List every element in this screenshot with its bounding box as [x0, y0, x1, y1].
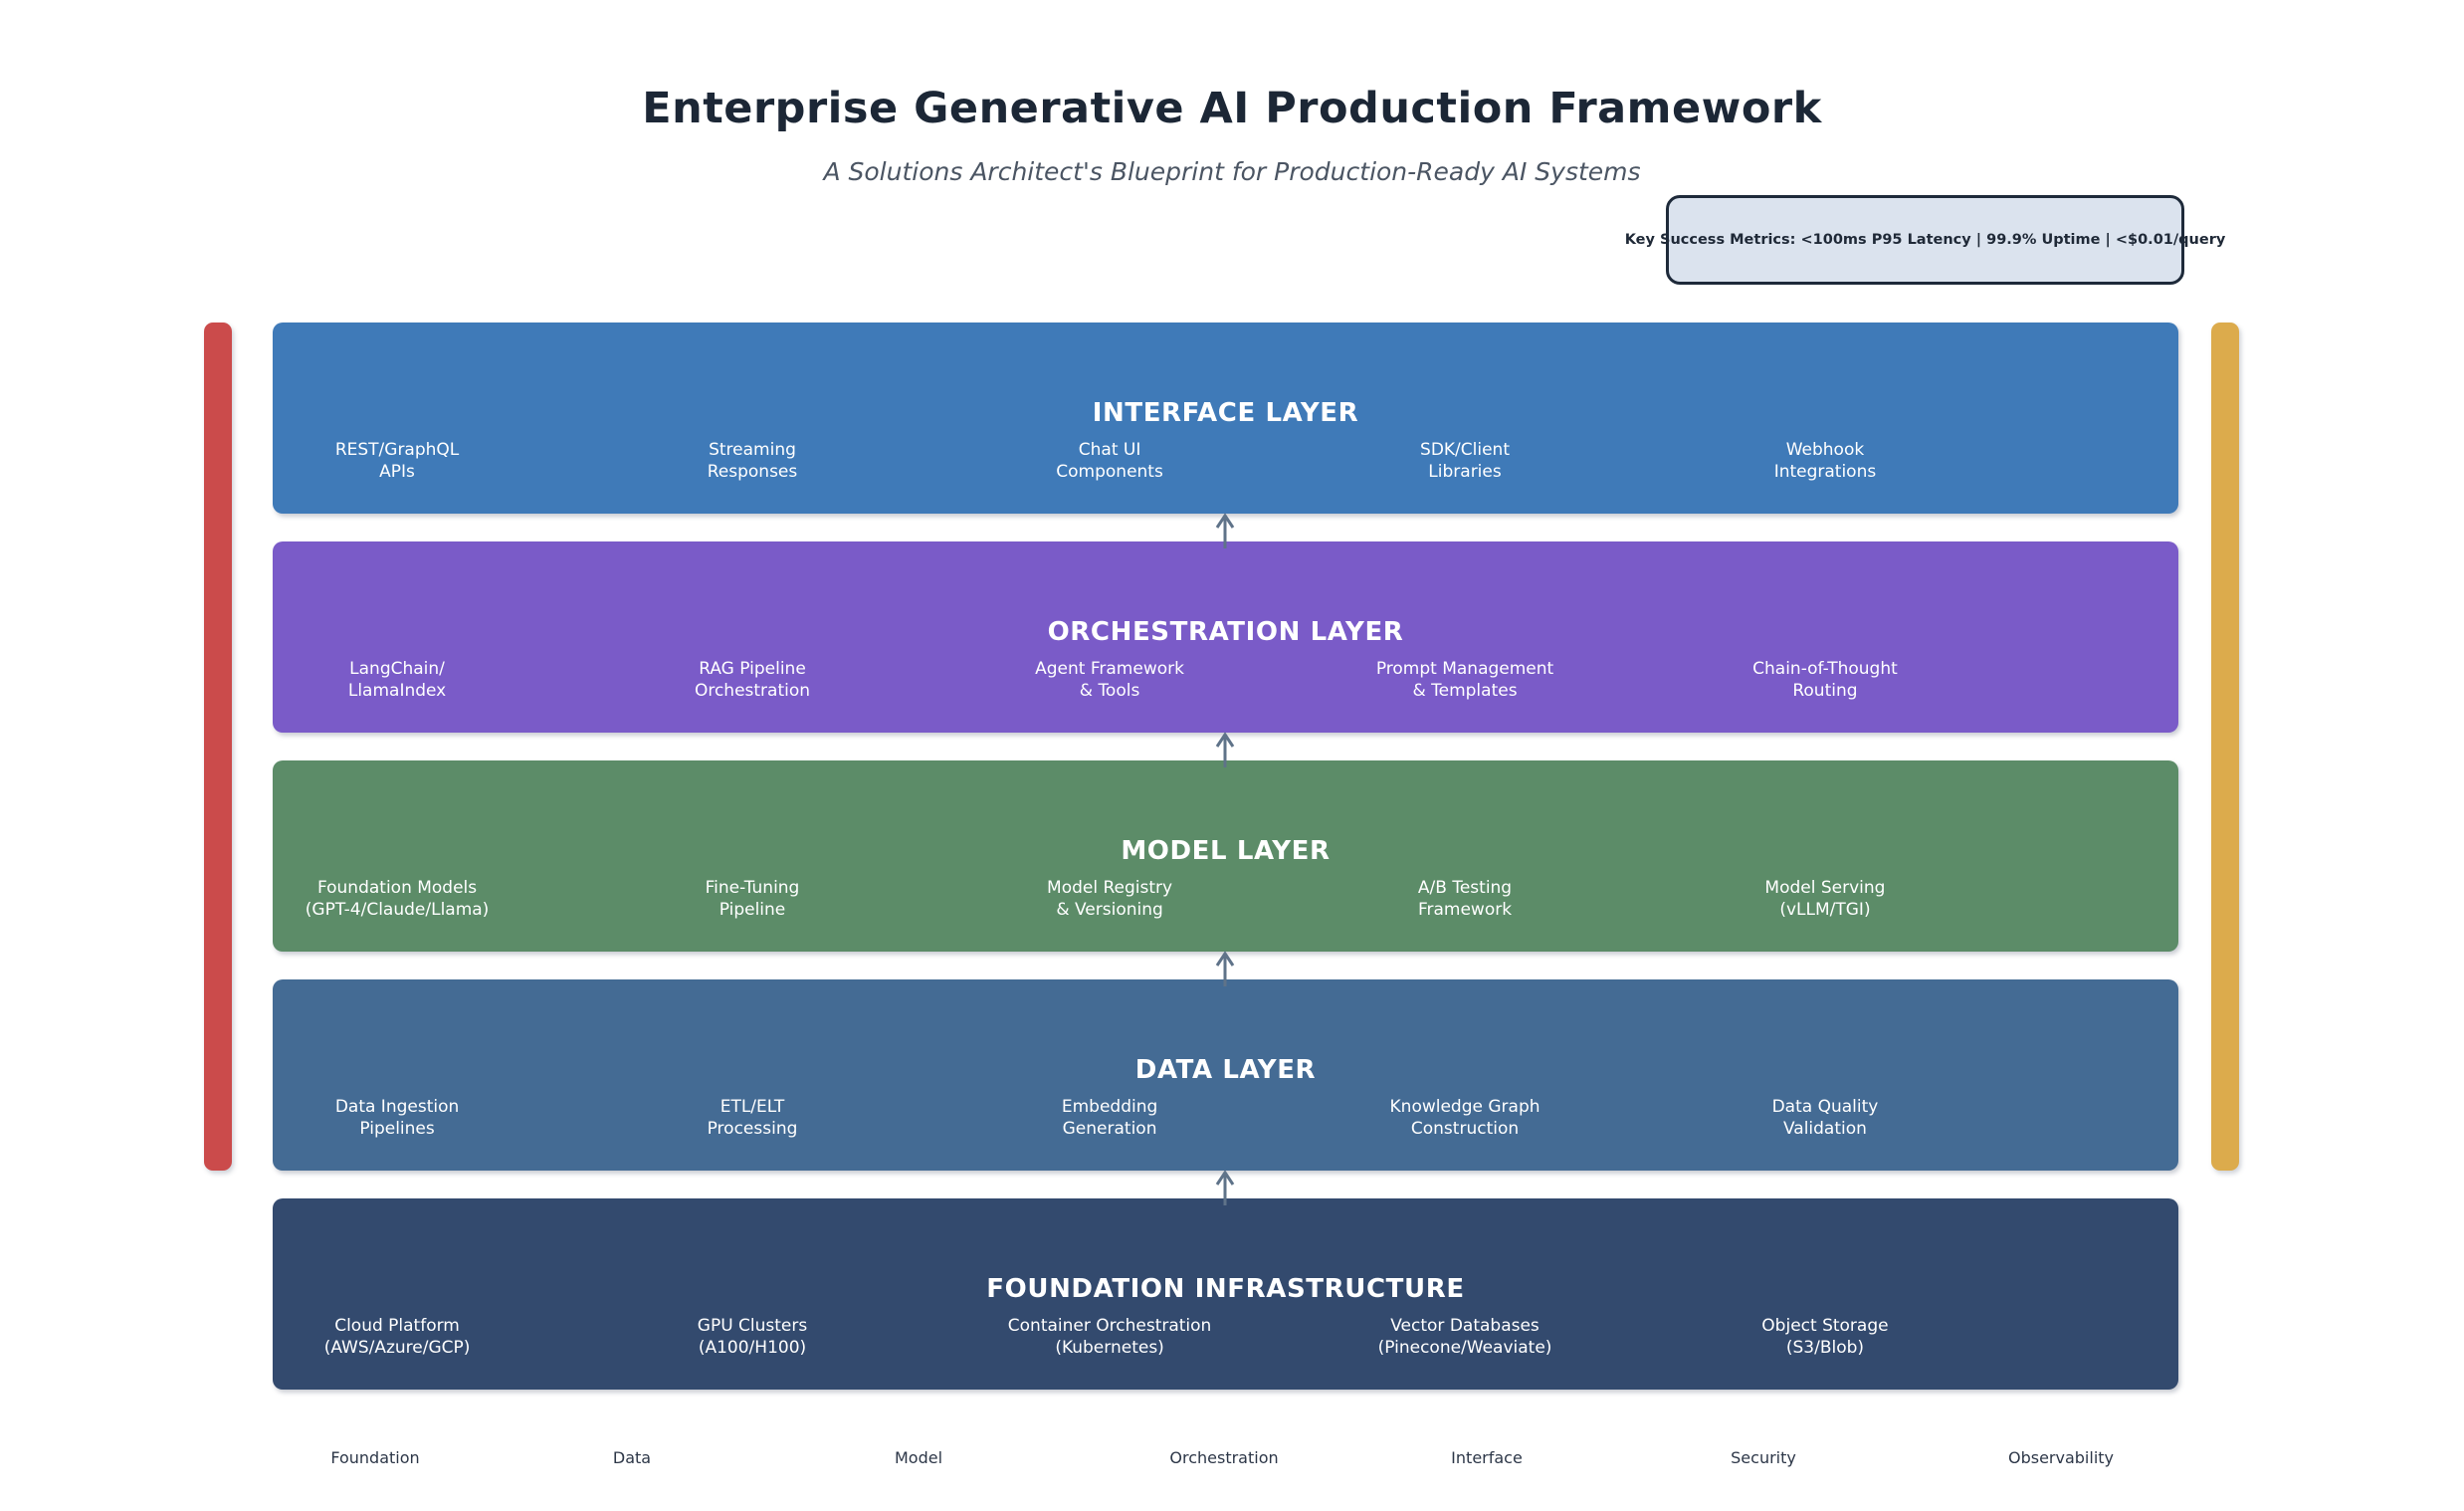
- layer-item: Chain-of-Thought Routing: [1752, 659, 1898, 701]
- footer-label-security: Security: [1731, 1448, 1796, 1467]
- left-accent-bar: [204, 323, 232, 1171]
- layer-item: REST/GraphQL APIs: [334, 440, 460, 482]
- layer-title: ORCHESTRATION LAYER: [1047, 617, 1404, 647]
- page-subtitle: A Solutions Architect's Blueprint for Pr…: [823, 157, 1641, 186]
- layer-item: Model Serving (vLLM/TGI): [1764, 878, 1886, 920]
- layer-item: Data Quality Validation: [1771, 1097, 1879, 1139]
- metrics-text: Key Success Metrics: <100ms P95 Latency …: [1624, 232, 2226, 248]
- layer-item: Model Registry & Versioning: [1047, 878, 1173, 920]
- layer-item: Prompt Management & Templates: [1375, 659, 1554, 701]
- footer-label-data: Data: [612, 1448, 652, 1467]
- layer-item: A/B Testing Framework: [1417, 878, 1513, 920]
- layer-item: Fine-Tuning Pipeline: [705, 878, 800, 920]
- layer-item: Streaming Responses: [707, 440, 798, 482]
- up-arrow-icon: [1215, 951, 1235, 986]
- layer-orchestration: ORCHESTRATION LAYER LangChain/ LlamaInde…: [273, 541, 2178, 733]
- layer-title: MODEL LAYER: [1121, 836, 1331, 866]
- layer-item: Agent Framework & Tools: [1035, 659, 1184, 701]
- layer-item: Webhook Integrations: [1773, 440, 1877, 482]
- layer-model: MODEL LAYER Foundation Models (GPT-4/Cla…: [273, 760, 2178, 952]
- layer-item: SDK/Client Libraries: [1420, 440, 1511, 482]
- layer-interface: INTERFACE LAYER REST/GraphQL APIs Stream…: [273, 323, 2178, 514]
- page-title: Enterprise Generative AI Production Fram…: [642, 84, 1822, 133]
- layer-item: LangChain/ LlamaIndex: [347, 659, 447, 701]
- metrics-badge: Key Success Metrics: <100ms P95 Latency …: [1625, 195, 2225, 285]
- footer-label-orchestration: Orchestration: [1169, 1448, 1279, 1467]
- layer-item: RAG Pipeline Orchestration: [694, 659, 811, 701]
- up-arrow-icon: [1215, 732, 1235, 767]
- up-arrow-icon: [1215, 513, 1235, 548]
- layer-item: Foundation Models (GPT-4/Claude/Llama): [305, 878, 490, 920]
- layer-item: Object Storage (S3/Blob): [1761, 1316, 1889, 1358]
- layer-item: Embedding Generation: [1061, 1097, 1158, 1139]
- layer-item: ETL/ELT Processing: [707, 1097, 798, 1139]
- layer-item: Container Orchestration (Kubernetes): [1007, 1316, 1212, 1358]
- footer-label-interface: Interface: [1451, 1448, 1523, 1467]
- layer-data: DATA LAYER Data Ingestion Pipelines ETL/…: [273, 979, 2178, 1171]
- up-arrow-icon: [1215, 1170, 1235, 1205]
- footer-label-observability: Observability: [2007, 1448, 2115, 1467]
- layer-title: DATA LAYER: [1134, 1055, 1317, 1085]
- layer-title: INTERFACE LAYER: [1092, 398, 1359, 428]
- layer-item: GPU Clusters (A100/H100): [697, 1316, 808, 1358]
- right-accent-bar: [2211, 323, 2239, 1171]
- layer-title: FOUNDATION INFRASTRUCTURE: [986, 1274, 1465, 1304]
- layer-item: Data Ingestion Pipelines: [334, 1097, 460, 1139]
- layer-item: Vector Databases (Pinecone/Weaviate): [1377, 1316, 1552, 1358]
- layer-foundation-infrastructure: FOUNDATION INFRASTRUCTURE Cloud Platform…: [273, 1198, 2178, 1390]
- layer-item: Chat UI Components: [1056, 440, 1163, 482]
- footer-label-model: Model: [894, 1448, 943, 1467]
- layer-item: Cloud Platform (AWS/Azure/GCP): [323, 1316, 471, 1358]
- footer-label-foundation: Foundation: [330, 1448, 420, 1467]
- layer-item: Knowledge Graph Construction: [1389, 1097, 1540, 1139]
